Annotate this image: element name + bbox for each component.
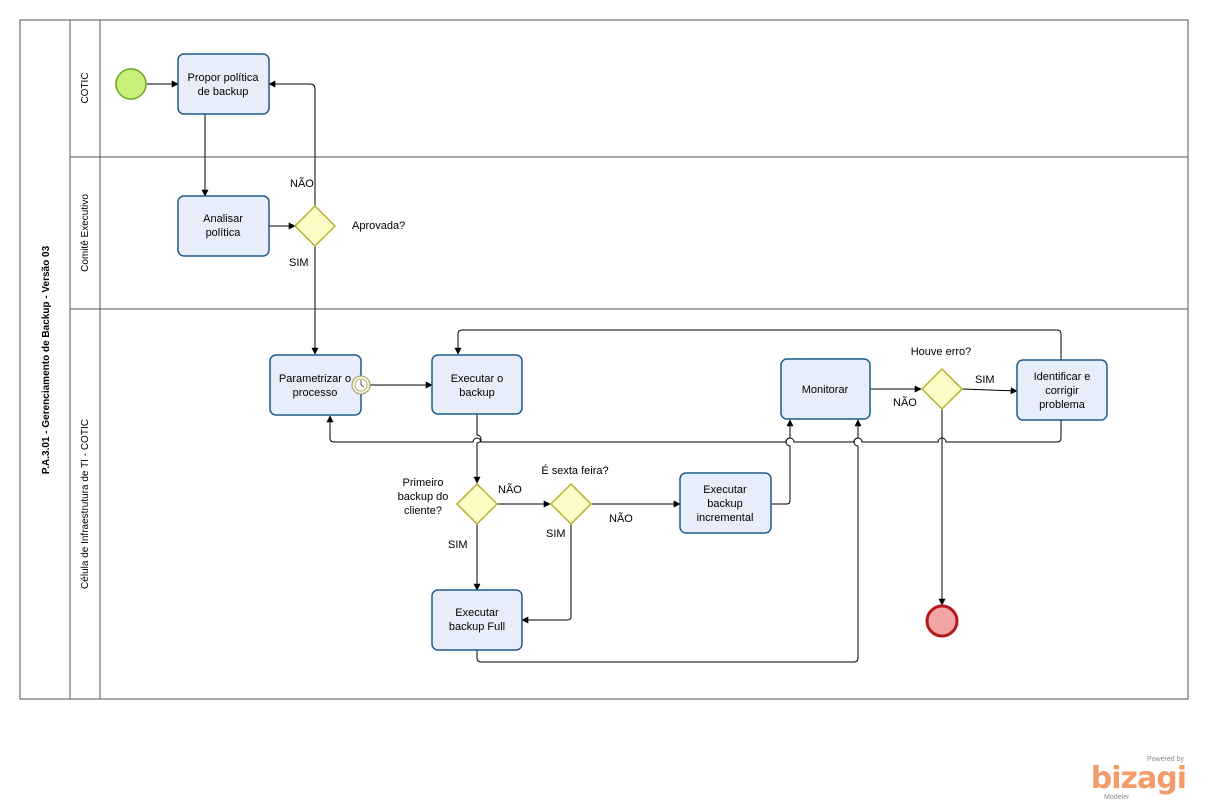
gateway-primeiro: Primeiro backup do cliente? [398, 477, 499, 526]
edge-label-sim-sexta: SIM [546, 528, 566, 540]
svg-text:Houve erro?: Houve erro? [911, 346, 972, 358]
flow-sexta-sim [521, 524, 572, 624]
edge-label-nao-primeiro: NÃO [498, 483, 522, 496]
edge-label-sim-aprovada: SIM [289, 257, 309, 269]
task-parametrizar-line1: Parametrizar o [279, 373, 351, 385]
flow-aprovada-nao [268, 80, 316, 206]
task-parametrizar-line2: processo [293, 387, 338, 399]
task-full: Executar backup Full [431, 589, 523, 651]
task-incremental: Executar backup incremental [679, 472, 772, 534]
gateway-primeiro-line2: backup do [398, 491, 449, 503]
task-executar-line1: Executar o [451, 373, 504, 385]
bizagi-logo: bizagi [1090, 761, 1187, 796]
task-identificar-line1: Identificar e [1034, 371, 1091, 383]
task-full-line1: Executar [455, 607, 499, 619]
edge-label-sim-erro: SIM [975, 374, 995, 386]
edge-label-sim-primeiro: SIM [448, 539, 468, 551]
task-propor-line2: de backup [198, 86, 249, 98]
edge-label-nao-erro: NÃO [893, 396, 917, 409]
svg-text:Monitorar: Monitorar [802, 384, 849, 396]
lane-label-cotic: COTIC [80, 72, 91, 103]
bizagi-branding: Powered by bizagi Modeler [1091, 756, 1192, 804]
gateway-primeiro-line3: cliente? [404, 505, 442, 517]
gateway-sexta-label: É sexta feira? [541, 464, 608, 477]
task-propor: Propor política de backup [177, 53, 270, 115]
lane-label-celula: Célula de Infraestrutura de TI - COTIC [80, 419, 91, 589]
task-identificar: Identificar e corrigir problema [1016, 359, 1108, 421]
edge-label-nao-aprovada: NÃO [290, 177, 314, 190]
svg-text:É sexta feira?: É sexta feira? [541, 464, 608, 477]
flow-identificar-executar [454, 329, 1062, 360]
lane-labels: COTIC Comitê Executivo Célula de Infraes… [80, 72, 91, 589]
pool: P.A.3.01 - Gerenciamento de Backup - Ver… [19, 19, 1189, 700]
flow-identificar-parametrizar [326, 415, 1062, 443]
flow-erro-sim [961, 387, 1018, 395]
task-identificar-line2: corrigir [1045, 385, 1079, 397]
pool-title: P.A.3.01 - Gerenciamento de Backup - Ver… [41, 245, 52, 474]
gateway-houve-erro: Houve erro? [911, 346, 972, 411]
task-full-line2: backup Full [449, 621, 505, 633]
task-incremental-line2: backup [707, 498, 742, 510]
task-analisar: Analisar política [177, 195, 270, 257]
task-executar: Executar o backup [431, 354, 523, 415]
task-parametrizar: Parametrizar o processo [269, 354, 371, 416]
task-analisar-line1: Analisar [203, 213, 243, 225]
task-incremental-line3: incremental [697, 512, 754, 524]
lane-label-comite: Comitê Executivo [80, 194, 91, 272]
gateway-houve-erro-label: Houve erro? [911, 346, 972, 358]
edge-label-nao-sexta: NÃO [609, 512, 633, 525]
gateway-primeiro-line1: Primeiro [403, 477, 444, 489]
task-monitorar: Monitorar [780, 358, 871, 420]
task-analisar-line2: política [206, 227, 242, 239]
timer-icon [351, 375, 371, 395]
task-executar-line2: backup [459, 387, 494, 399]
svg-text:Aprovada?: Aprovada? [352, 220, 405, 232]
branding-sub: Modeler [1104, 794, 1130, 801]
start-event [115, 68, 147, 100]
gateway-sexta: É sexta feira? [541, 464, 609, 526]
branding-powered: Powered by [1147, 756, 1184, 763]
connectors [147, 80, 1062, 663]
task-propor-line1: Propor política [188, 72, 260, 84]
task-monitorar-line1: Monitorar [802, 384, 849, 396]
task-identificar-line3: problema [1039, 399, 1086, 411]
gateway-aprovada-label: Aprovada? [352, 220, 405, 232]
edge-labels: NÃO SIM SIM NÃO NÃO SIM SIM NÃO [289, 177, 995, 551]
task-incremental-line1: Executar [703, 484, 747, 496]
gateway-aprovada: Aprovada? [293, 204, 405, 248]
flow-executar-primeiro [473, 414, 482, 484]
end-event [925, 604, 959, 638]
